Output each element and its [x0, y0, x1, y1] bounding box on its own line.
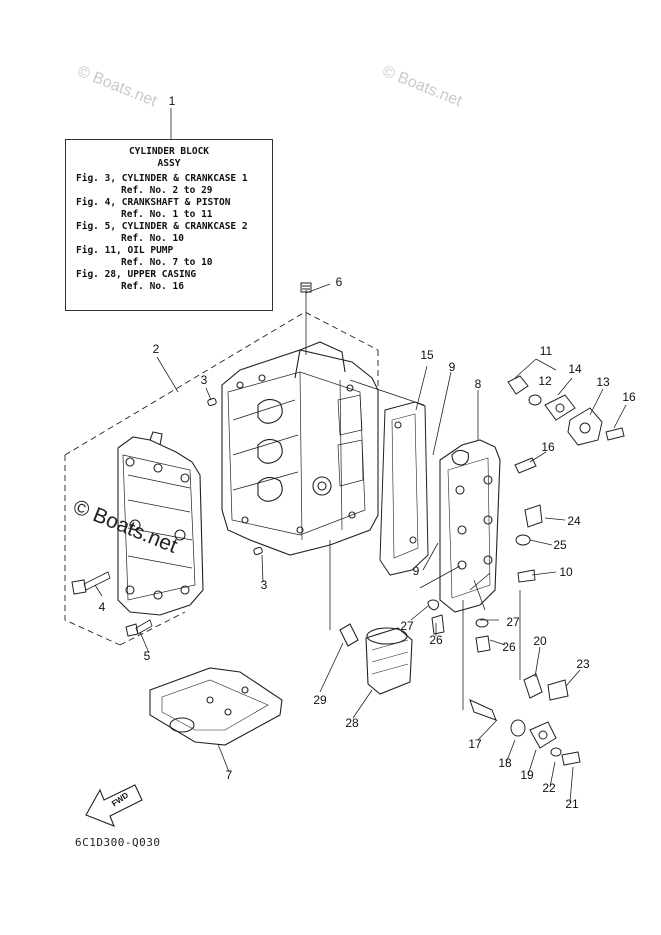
- legend-line: Fig. 5, CYLINDER & CRANKCASE 2: [76, 221, 248, 232]
- thermostat-parts: [507, 375, 625, 446]
- callout-number: 13: [596, 375, 610, 389]
- callout-number: 4: [98, 600, 106, 614]
- legend-line: Ref. No. 16: [121, 281, 184, 292]
- callout-number: 11: [539, 344, 553, 358]
- forward-arrow-icon: [85, 784, 143, 827]
- callout-number: 3: [200, 373, 208, 387]
- callout-number: 14: [568, 362, 582, 376]
- callout-number: 15: [420, 348, 434, 362]
- callout-number: 23: [576, 657, 590, 671]
- callout-number: 9: [448, 360, 456, 374]
- callout-number: 18: [498, 756, 512, 770]
- callout-number: 8: [474, 377, 482, 391]
- legend-title: CYLINDER BLOCK: [128, 146, 210, 157]
- cylinder-block-part: [221, 341, 379, 556]
- callout-number: 22: [542, 781, 556, 795]
- callout-number: 16: [622, 390, 636, 404]
- callout-number: 26: [502, 640, 516, 654]
- gasket-part: [379, 401, 429, 576]
- legend-line: Fig. 11, OIL PUMP: [76, 245, 174, 256]
- callout-number: 28: [345, 716, 359, 730]
- callout-number: 5: [143, 649, 151, 663]
- legend-line: Ref. No. 2 to 29: [121, 185, 213, 196]
- cylinder-head-bolt-parts: [71, 571, 153, 637]
- cover-plate-part: [439, 439, 501, 613]
- callout-number: 27: [400, 619, 414, 633]
- callout-number: 1: [168, 94, 176, 108]
- callout-number: 7: [225, 768, 233, 782]
- callout-number: 17: [468, 737, 482, 751]
- callout-number: 25: [553, 538, 567, 552]
- base-plate-part: [149, 667, 283, 746]
- callout-number: 19: [520, 768, 534, 782]
- callout-number: 20: [533, 634, 547, 648]
- callout-number: 27: [506, 615, 520, 629]
- callout-number: 24: [567, 514, 581, 528]
- callout-number: 9: [412, 564, 420, 578]
- oil-filter-parts: [339, 623, 413, 695]
- legend-line: Ref. No. 7 to 10: [121, 257, 213, 268]
- cylinder-head-part: [117, 431, 204, 616]
- callout-number: 26: [429, 633, 443, 647]
- callout-number: 2: [152, 342, 160, 356]
- callout-number: 10: [559, 565, 573, 579]
- legend-line: Fig. 28, UPPER CASING: [76, 269, 197, 280]
- legend-line: Ref. No. 10: [121, 233, 184, 244]
- callout-number: 6: [335, 275, 343, 289]
- callout-number: 16: [541, 440, 555, 454]
- diagram-code: 6C1D300-Q030: [75, 836, 161, 849]
- legend-subtitle: ASSY: [157, 158, 181, 169]
- lower-right-parts: [469, 673, 581, 766]
- callout-number: 12: [538, 374, 552, 388]
- callout-number: 29: [313, 693, 327, 707]
- callout-number: 21: [565, 797, 579, 811]
- legend-line: Fig. 4, CRANKSHAFT & PISTON: [76, 197, 231, 208]
- parts-legend-box: CYLINDER BLOCK ASSY Fig. 3, CYLINDER & C…: [65, 139, 273, 311]
- legend-line: Fig. 3, CYLINDER & CRANKCASE 1: [76, 173, 248, 184]
- callout-number: 3: [260, 578, 268, 592]
- leader-lines: [94, 108, 627, 803]
- bolt-parts: [427, 457, 543, 653]
- legend-line: Ref. No. 1 to 11: [121, 209, 213, 220]
- dowel-pin-parts: [207, 397, 263, 556]
- plug-part: [300, 282, 312, 293]
